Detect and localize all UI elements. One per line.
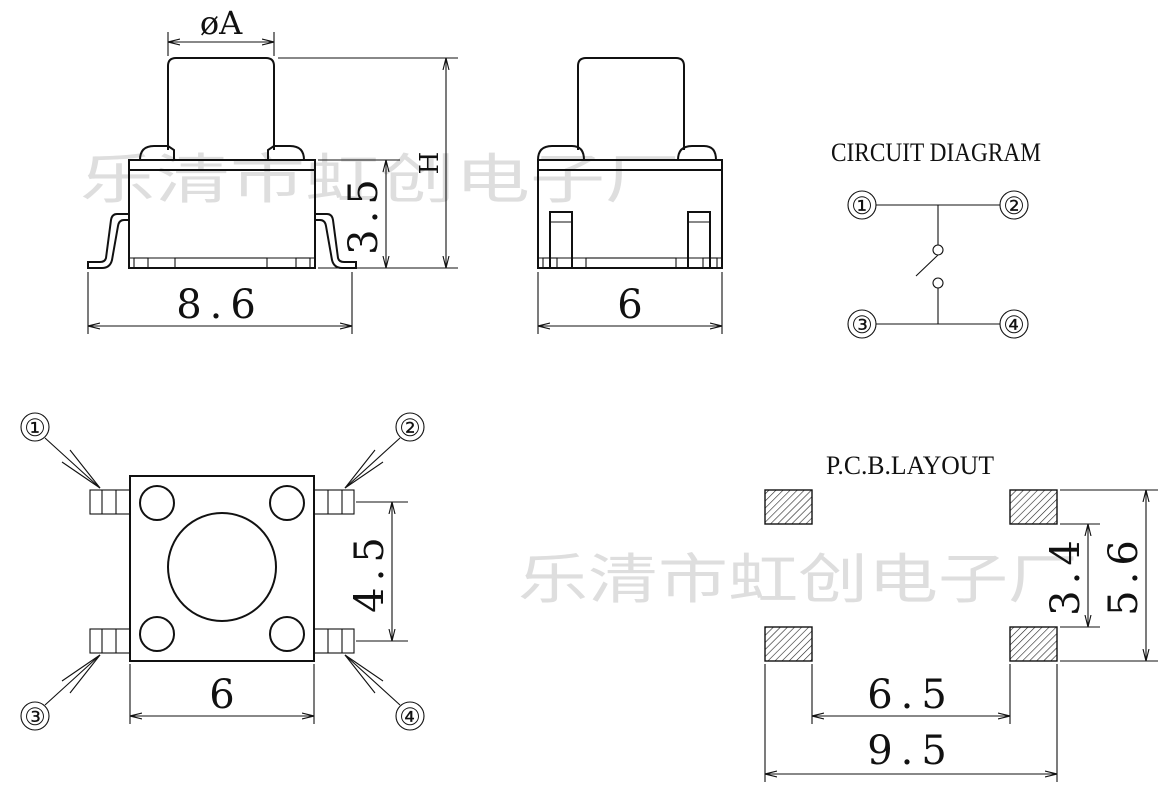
pcb-layout: P.C.B.LAYOUT 3.4 5.6 6.5 9.5 <box>764 451 1158 782</box>
pcb-pad-2 <box>1009 489 1058 525</box>
circuit-pin-1: ① <box>851 194 873 220</box>
side-view: øA H 3.5 8.6 <box>87 4 458 334</box>
top-pin-3: ③ <box>24 705 46 731</box>
top-pin-2: ② <box>399 416 421 442</box>
circuit-pin-4: ④ <box>1003 313 1025 339</box>
circuit-pin-3: ③ <box>851 313 873 339</box>
pcb-inner-width-label: 6.5 <box>867 672 955 718</box>
watermark-bottom: 乐清市虹创电子厂 <box>518 548 1078 611</box>
circuit-diagram: CIRCUIT DIAGRAM ① ② ③ ④ <box>831 138 1041 339</box>
body-height-label: 3.5 <box>341 173 387 255</box>
side-width-label: 8.6 <box>176 282 264 328</box>
height-label: H <box>415 152 445 175</box>
pcb-pad-4 <box>1009 626 1058 662</box>
pcb-inner-height-label: 3.4 <box>1043 534 1089 616</box>
watermark-top: 乐清市虹创电子厂 <box>80 148 680 211</box>
top-pin-1: ① <box>24 416 46 442</box>
circuit-title: CIRCUIT DIAGRAM <box>831 138 1041 167</box>
circuit-pin-2: ② <box>1003 194 1025 220</box>
pcb-pad-3 <box>764 626 813 662</box>
diameter-label: øA <box>200 4 243 42</box>
pitch-label: 4.5 <box>347 531 393 613</box>
pcb-pad-1 <box>764 489 813 525</box>
top-width-label: 6 <box>209 672 234 718</box>
pcb-title: P.C.B.LAYOUT <box>826 451 994 480</box>
front-view: 6 <box>537 57 723 334</box>
front-width-label: 6 <box>617 282 642 328</box>
top-pin-4: ④ <box>399 705 421 731</box>
pcb-outer-height-label: 5.6 <box>1101 534 1147 616</box>
top-view: ① ② ③ ④ 4.5 6 <box>20 412 425 731</box>
pcb-outer-width-label: 9.5 <box>867 728 955 774</box>
